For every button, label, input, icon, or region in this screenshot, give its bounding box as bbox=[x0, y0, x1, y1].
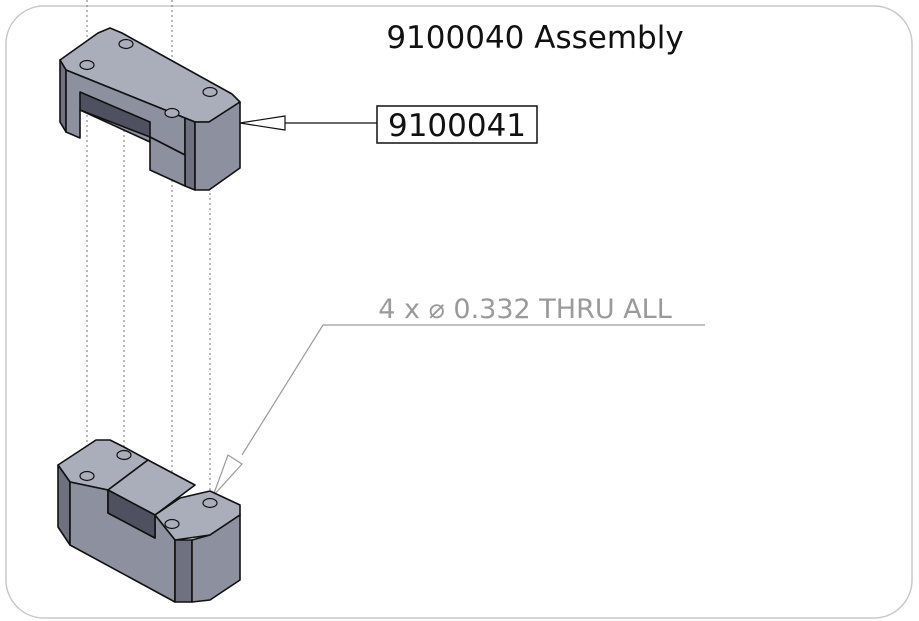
part-balloon-label: 9100041 bbox=[388, 108, 526, 144]
upper-block-chamfer-face bbox=[184, 117, 196, 191]
upper-holes bbox=[79, 38, 218, 119]
hole-callout-text: 4 x ⌀ 0.332 THRU ALL bbox=[378, 294, 672, 325]
upper-clamp-block bbox=[59, 27, 241, 191]
lower-clamp-block bbox=[57, 439, 241, 603]
drawing-title: 9100040 Assembly bbox=[386, 20, 683, 56]
upper-block-left-face bbox=[59, 59, 67, 133]
sheet-frame bbox=[5, 5, 913, 619]
upper-block-right-face bbox=[194, 101, 241, 191]
upper-block-right-leg-front bbox=[149, 136, 186, 187]
lower-block-right-face bbox=[191, 514, 241, 603]
hole-callout-leader bbox=[212, 324, 705, 497]
lower-block-slot-wall bbox=[107, 489, 156, 539]
lower-holes bbox=[79, 449, 218, 530]
part-balloon bbox=[376, 105, 538, 144]
lower-block-chamfer-face bbox=[174, 539, 193, 603]
balloon-leader bbox=[239, 115, 377, 131]
